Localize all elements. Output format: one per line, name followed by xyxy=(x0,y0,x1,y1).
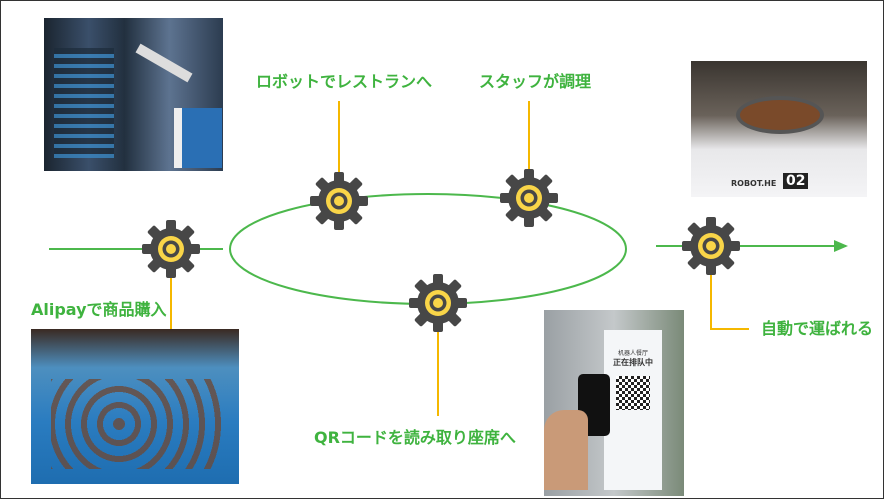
label-staff-cooks: スタッフが調理 xyxy=(479,72,592,91)
label-robot-to-restaurant: ロボットでレストランへ xyxy=(256,72,433,91)
label-auto-delivery: 自動で運ばれる xyxy=(761,319,874,338)
gear-icon-robot xyxy=(310,172,368,230)
label-alipay-purchase: Alipayで商品購入 xyxy=(31,300,167,319)
photo-cooking-robot: ROBOT.HE 02 xyxy=(691,61,867,197)
robot-station-sign: ROBOT.HE xyxy=(731,179,777,188)
photo-crab-tank xyxy=(31,329,239,484)
photo-qr-stand: 机器人餐厅 正在排队中 xyxy=(544,310,684,496)
robot-station-number: 02 xyxy=(783,173,809,189)
qr-stand-status: 正在排队中 xyxy=(613,358,653,367)
gear-icon-delivery xyxy=(682,217,740,275)
gear-icon-staff xyxy=(500,169,558,227)
gear-icon-qr xyxy=(409,274,467,332)
label-qr-to-seat: QRコードを読み取り座席へ xyxy=(314,428,516,447)
qr-stand-title: 机器人餐厅 xyxy=(617,350,648,357)
gear-icon-alipay xyxy=(142,220,200,278)
connector-delivery xyxy=(710,271,749,330)
photo-robot-arm xyxy=(44,18,223,171)
